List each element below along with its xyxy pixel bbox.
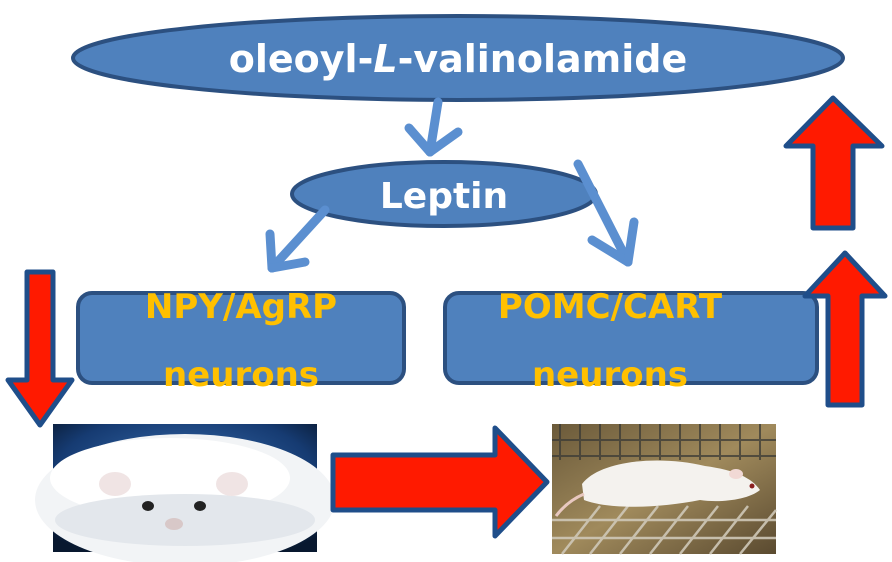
- compound-label: oleoyl-L-valinolamide: [229, 37, 687, 81]
- npy-agrp-label-line1: NPY/AgRP: [145, 287, 337, 327]
- pomc-cart-label-line1: POMC/CART: [498, 287, 723, 327]
- red-up-arrow-top: [783, 95, 885, 231]
- compound-prefix: oleoyl-: [229, 37, 374, 81]
- npy-agrp-box: [76, 291, 406, 385]
- lean-mouse-image: [552, 424, 777, 555]
- arrow-leptin-to-pomc: [573, 159, 639, 267]
- compound-suffix: -valinolamide: [398, 37, 688, 81]
- red-up-arrow-bottom: [802, 250, 888, 408]
- compound-ellipse: [71, 14, 845, 102]
- obese-mouse-image: [35, 424, 335, 562]
- compound-node: oleoyl-L-valinolamide: [71, 14, 845, 102]
- arrow-compound-to-leptin: [404, 97, 463, 157]
- pomc-cart-box: [443, 291, 819, 385]
- npy-agrp-node: NPY/AgRP neurons: [76, 287, 406, 395]
- pomc-cart-node: POMC/CART neurons: [443, 287, 819, 395]
- red-right-arrow: [330, 425, 550, 539]
- npy-agrp-label-line2: neurons: [163, 355, 319, 395]
- leptin-node: Leptin: [290, 160, 598, 228]
- pomc-cart-label-line2: neurons: [532, 355, 688, 395]
- compound-italic-l: L: [373, 37, 397, 81]
- leptin-label: Leptin: [380, 176, 508, 217]
- arrow-leptin-to-npy: [265, 205, 330, 273]
- red-down-arrow: [5, 269, 75, 428]
